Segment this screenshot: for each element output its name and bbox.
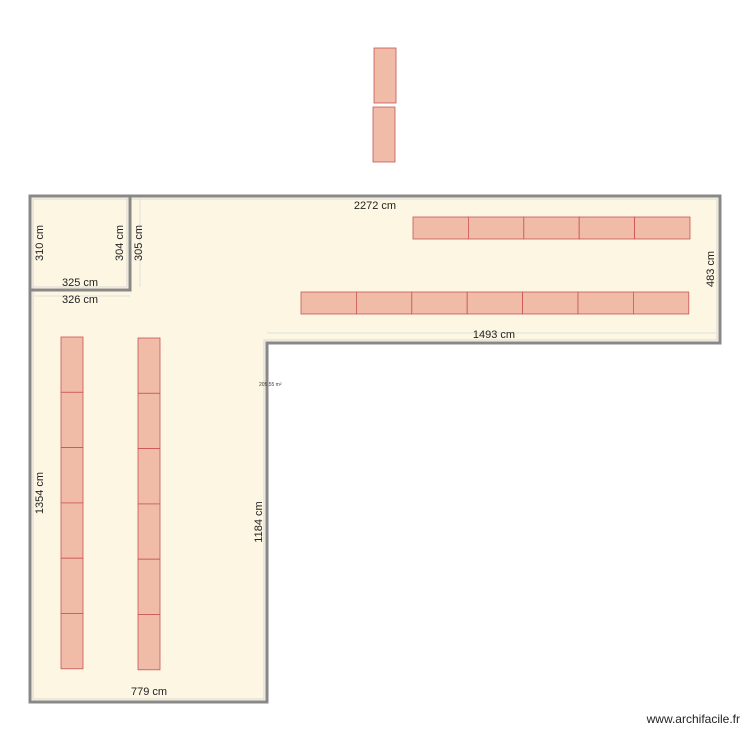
furniture-unit[interactable] <box>60 502 84 559</box>
watermark: www.archifacile.fr <box>646 712 740 726</box>
small-room-inner-line <box>33 199 128 288</box>
furniture-unit[interactable] <box>411 291 468 315</box>
dim-left-height: 1354 cm <box>34 472 46 514</box>
furniture-unit[interactable] <box>60 447 84 504</box>
dim-small-room-bottom: 325 cm <box>62 277 98 289</box>
furniture-unit[interactable] <box>355 291 413 315</box>
furniture-top[interactable] <box>372 47 397 163</box>
dim-top-width: 2272 cm <box>354 200 396 212</box>
furniture-unit[interactable] <box>60 613 84 670</box>
furniture-block <box>373 47 397 104</box>
furniture-unit[interactable] <box>578 216 636 240</box>
furniture-unit[interactable] <box>137 558 161 615</box>
furniture-unit[interactable] <box>467 216 525 240</box>
furniture-unit[interactable] <box>60 557 84 614</box>
dim-small-room-left: 310 cm <box>34 225 46 261</box>
furniture-unit[interactable] <box>634 216 691 240</box>
floor-area[interactable] <box>30 196 720 702</box>
furniture-unit[interactable] <box>633 291 690 315</box>
furniture-unit[interactable] <box>523 216 580 240</box>
furniture-block <box>372 106 396 163</box>
furniture-unit[interactable] <box>137 392 161 449</box>
area-label: 205,55 m² <box>259 382 282 388</box>
furniture-unit[interactable] <box>60 391 84 448</box>
furniture-unit[interactable] <box>137 337 161 394</box>
furniture-unit[interactable] <box>522 291 579 315</box>
dim-small-room-right: 304 cm <box>114 225 126 261</box>
inner-wall-line <box>32 198 718 700</box>
dim-small-room-outer: 305 cm <box>133 225 145 261</box>
dim-bottom-width: 779 cm <box>131 686 167 698</box>
furniture-unit[interactable] <box>137 503 161 560</box>
furniture-column-2[interactable] <box>137 337 161 671</box>
furniture-unit[interactable] <box>577 291 634 315</box>
furniture-unit[interactable] <box>466 291 524 315</box>
furniture-column-1[interactable] <box>60 336 84 670</box>
furniture-unit[interactable] <box>60 336 84 393</box>
dim-inner-height: 1184 cm <box>253 501 265 542</box>
dimension-lines <box>33 199 717 699</box>
dim-small-room-bottom-outer: 326 cm <box>62 294 98 306</box>
furniture-unit[interactable] <box>137 448 161 505</box>
furniture-row-2[interactable] <box>300 291 690 315</box>
dim-right-height: 483 cm <box>705 251 717 287</box>
furniture-unit[interactable] <box>300 291 357 315</box>
furniture-unit[interactable] <box>412 216 469 240</box>
furniture-row-1[interactable] <box>412 216 691 240</box>
outer-wall[interactable] <box>28 194 722 704</box>
small-room-wall[interactable] <box>30 196 132 292</box>
dim-inner-width: 1493 cm <box>473 329 515 341</box>
furniture-unit[interactable] <box>137 614 161 671</box>
